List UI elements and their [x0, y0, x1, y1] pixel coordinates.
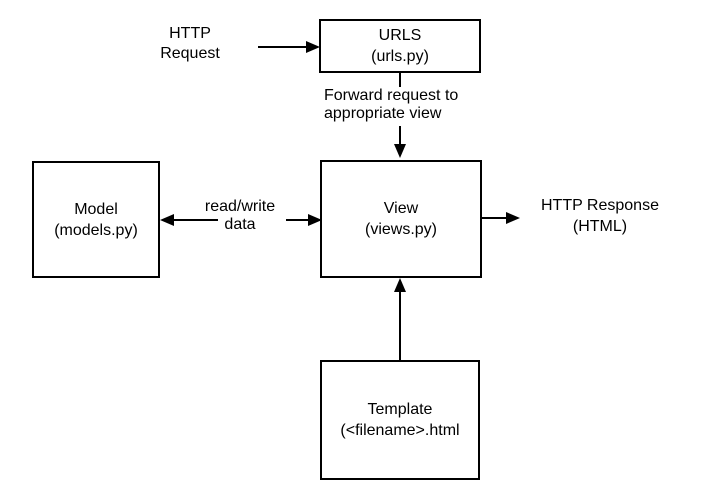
forward-request-label: Forward request to appropriate view: [324, 87, 458, 123]
arrowhead-up-icon: [394, 278, 406, 292]
node-urls: URLS (urls.py): [319, 19, 481, 73]
node-template: Template (<filename>.html: [320, 360, 480, 480]
node-template-title: Template: [367, 401, 433, 418]
arrowhead-right-icon: [506, 212, 520, 224]
node-model-title: Model: [74, 200, 118, 218]
arrowhead-down-icon: [394, 144, 406, 158]
node-model-subtitle: (models.py): [54, 221, 138, 239]
http-request-label-line2: Request: [160, 45, 220, 62]
forward-request-label-line1: Forward request to: [324, 87, 459, 104]
arrowhead-left-icon: [160, 214, 174, 226]
arrow-shaft: [258, 46, 306, 48]
arrow-shaft: [286, 219, 312, 221]
node-view-subtitle: (views.py): [364, 221, 437, 238]
arrowhead-right-icon: [306, 41, 320, 53]
http-request-label-line1: HTTP: [169, 25, 211, 42]
arrow-shaft: [399, 126, 401, 144]
urls-to-view-connector-stub: [399, 73, 401, 87]
http-response-label: HTTP Response (HTML): [524, 195, 676, 237]
forward-request-label-line2: appropriate view: [324, 105, 442, 122]
http-response-label-line1: HTTP Response: [541, 197, 659, 214]
read-write-label: read/write data: [192, 198, 288, 234]
node-view-title: View: [383, 200, 419, 217]
node-model: Model (models.py): [32, 161, 160, 278]
read-write-label-line1: read/write: [204, 198, 276, 215]
node-template-subtitle: (<filename>.html: [340, 422, 460, 439]
arrow-shaft: [172, 219, 218, 221]
arrowhead-right-icon: [308, 214, 322, 226]
arrow-shaft: [482, 217, 510, 219]
node-urls-title: URLS: [378, 27, 422, 44]
node-urls-subtitle: (urls.py): [371, 48, 429, 65]
read-write-label-line2: data: [224, 216, 256, 233]
arrow-shaft: [399, 290, 401, 360]
http-response-label-line2: (HTML): [572, 218, 628, 235]
http-request-label: HTTP Request: [140, 24, 240, 64]
node-view: View (views.py): [320, 160, 482, 278]
